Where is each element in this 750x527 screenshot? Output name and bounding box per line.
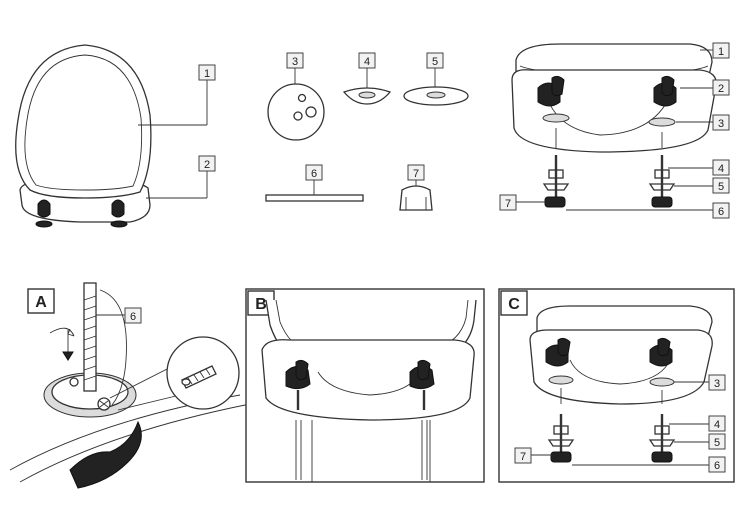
part-5-gasket	[403, 86, 469, 106]
hinge-left	[285, 359, 311, 480]
hinge-right	[648, 75, 677, 127]
callout-label: 7	[413, 168, 419, 180]
cap-with-bolt	[43, 372, 137, 418]
callout-label: 5	[714, 437, 720, 449]
lower-stack-left	[542, 155, 570, 208]
step-label-box	[27, 288, 55, 314]
callout-label: 4	[714, 419, 720, 431]
callout-label: 1	[204, 68, 210, 80]
step-label: A	[35, 294, 47, 311]
part-7-nut	[399, 185, 433, 211]
hinge-right	[649, 337, 675, 404]
zoom-detail	[109, 336, 240, 411]
callout-label: 4	[718, 163, 724, 175]
callout-label: 6	[130, 311, 136, 323]
hinge-right	[409, 359, 435, 480]
callout-label: 2	[204, 159, 210, 171]
callout-label: 5	[718, 181, 724, 193]
callout-label: 6	[714, 460, 720, 472]
callout-label: 3	[714, 378, 720, 390]
hinge-left	[537, 75, 570, 123]
part-4-washer	[342, 87, 392, 105]
seat-overview: 1 2	[15, 44, 216, 228]
callout-label: 3	[718, 118, 724, 130]
step-a: A 6	[9, 282, 251, 489]
callout-box	[198, 155, 216, 172]
callout-label: 4	[364, 56, 370, 68]
step-label: C	[508, 296, 520, 313]
callout-label: 6	[311, 168, 317, 180]
callout-label: 7	[520, 451, 526, 463]
step-label-box	[500, 290, 528, 316]
callout-label: 6	[718, 206, 724, 218]
step-label: B	[255, 296, 267, 313]
hinge-left	[545, 337, 574, 404]
callout-label: 5	[432, 56, 438, 68]
assembly-view: 1 2 3 4 5 6 7	[499, 42, 730, 219]
hinge-right	[110, 199, 128, 228]
callout-label: 1	[718, 46, 724, 58]
step-b: B	[245, 288, 485, 483]
lower-stack-left	[547, 414, 575, 463]
hinge-left	[35, 199, 53, 228]
lower-stack-right	[648, 414, 676, 463]
parts-list: 3 4 5 6 7	[265, 52, 469, 211]
toilet-rim	[9, 394, 251, 489]
rotate-arrow-icon	[49, 327, 75, 361]
step-c: C 3	[498, 288, 735, 483]
toilet-bowl	[261, 339, 475, 421]
callout-label: 3	[292, 56, 298, 68]
bolt-6	[83, 282, 97, 392]
part-3-cap	[267, 83, 325, 141]
callout-label: 7	[505, 198, 511, 210]
callout-label: 2	[718, 83, 724, 95]
part-6-bolt	[265, 194, 364, 202]
callout-box	[198, 64, 216, 81]
lower-stack-right	[648, 155, 676, 208]
